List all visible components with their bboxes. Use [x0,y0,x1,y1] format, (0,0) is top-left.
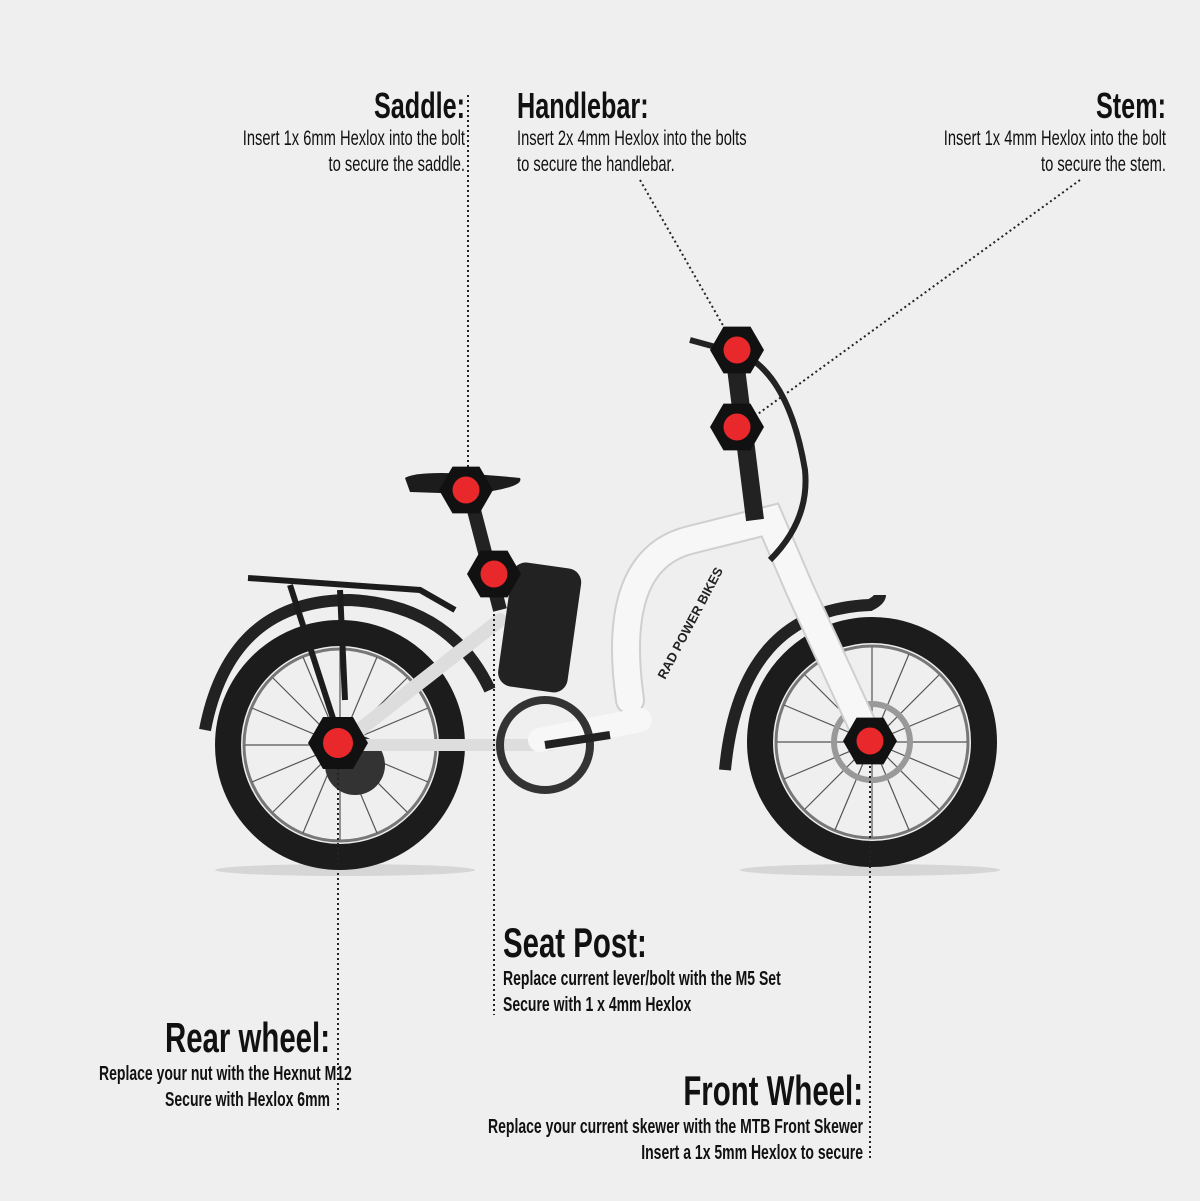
brand-text: RAD POWER BIKES [654,564,726,681]
rear-rack [247,575,457,741]
rear-wheel-line-2: Secure with Hexlox 6mm [165,1089,330,1111]
seat-post-line-2: Secure with 1 x 4mm Hexlox [503,994,692,1016]
saddle-annotation: Saddle: Insert 1x 6mm Hexlox into the bo… [60,86,465,178]
chainring [496,696,594,794]
rear-wheel-annotation: Rear wheel: Replace your nut with the He… [0,1014,352,1113]
handlebar [689,337,809,563]
seat-post-annotation: Seat Post: Replace current lever/bolt wi… [503,920,1103,1018]
stem-line-1: Insert 1x 4mm Hexlox into the bolt [943,127,1166,150]
front-wheel-line-2: Insert a 1x 5mm Hexlox to secure [641,1142,863,1164]
handlebar-title: Handlebar: [517,85,649,126]
rear-shadow [215,864,475,876]
rear-fender [199,593,496,732]
handlebar-annotation: Handlebar: Insert 2x 4mm Hexlox into the… [517,86,1017,178]
seat-post-line-1: Replace current lever/bolt with the M5 S… [503,968,781,990]
rear-wheel-title: Rear wheel: [164,1014,330,1061]
front-wheel-hex-marker-icon [843,717,897,765]
front-shadow [740,864,1000,876]
saddle-hex-marker-icon [439,466,493,514]
handlebar-hex-marker-icon [710,326,764,374]
stem-line-2: to secure the stem. [1040,153,1166,176]
handlebar-line-2: to secure the handlebar. [517,153,675,176]
handlebar-line-1: Insert 2x 4mm Hexlox into the bolts [517,127,747,150]
saddle-title: Saddle: [373,85,465,126]
rear-wheel-hex-marker-icon [308,717,368,769]
battery [498,562,582,693]
saddle-line-1: Insert 1x 6mm Hexlox into the bolt [242,127,465,150]
saddle-line-2: to secure the saddle. [328,153,465,176]
front-wheel-annotation: Front Wheel: Replace your current skewer… [263,1068,863,1166]
seat-post-title: Seat Post: [503,919,647,966]
front-wheel-title: Front Wheel: [683,1067,863,1114]
front-wheel-line-1: Replace your current skewer with the MTB… [488,1116,863,1138]
leader-lines [337,95,1081,1160]
seat-post-hex-marker-icon [467,550,521,598]
stem-annotation: Stem: Insert 1x 4mm Hexlox into the bolt… [666,86,1166,178]
stem-title: Stem: [1095,85,1166,126]
stem-hex-marker-icon [710,403,764,451]
rear-wheel-line-1: Replace your nut with the Hexnut M12 [99,1063,352,1085]
